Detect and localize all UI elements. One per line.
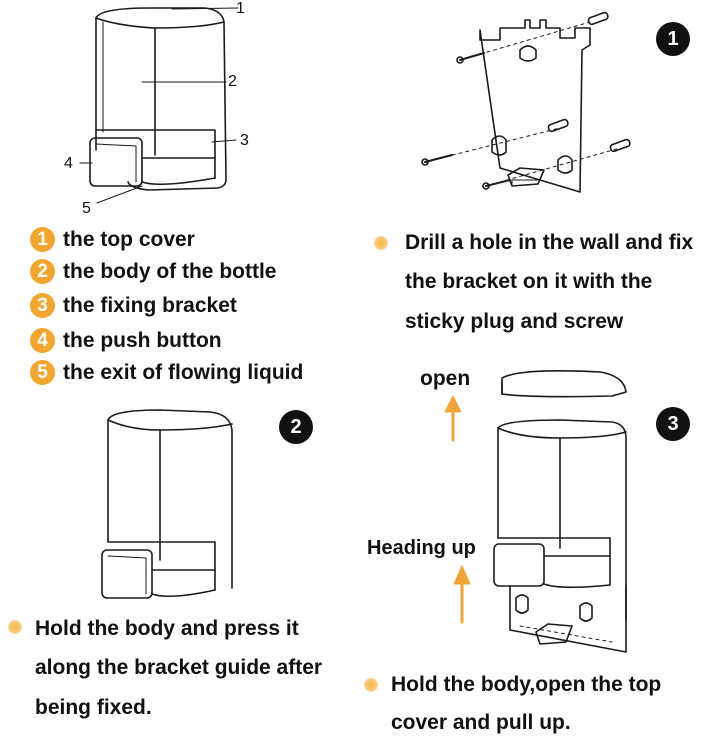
callout-3: 3 [240,132,249,149]
bullet-icon [8,620,22,634]
callout-2: 2 [228,73,237,90]
step-badge-2: 2 [279,410,313,444]
legend-item-push-button: 4 the push button [30,328,222,353]
legend-item-top-cover: 1 the top cover [30,227,195,252]
dispenser-on-bracket-drawing [101,409,233,599]
legend-item-exit: 5 the exit of flowing liquid [30,360,303,385]
open-label: open [420,367,471,390]
bullet-icon [374,236,388,250]
number-badge-2: 2 [30,259,55,284]
step-3-line-2: cover and pull up. [391,711,571,734]
step-1-line-1: Drill a hole in the wall and fix [405,231,694,254]
number-badge-4: 4 [30,328,55,353]
heading-up-label: Heading up [367,537,476,559]
bracket-drawing [421,11,631,193]
step-1-line-2: the bracket on it with the [405,270,653,293]
step-2-line-3: being fixed. [35,696,152,719]
legend-label: the fixing bracket [63,293,237,317]
callout-4: 4 [64,155,73,172]
step-2-line-1: Hold the body and press it [35,617,299,640]
callout-1: 1 [236,0,245,17]
callout-5: 5 [82,200,91,217]
legend-label: the exit of flowing liquid [63,360,304,384]
step-badge-1: 1 [656,22,690,56]
legend-label: the top cover [63,227,195,251]
open-arrow [444,395,462,442]
heading-up-arrow [453,565,471,624]
step-3-line-1: Hold the body,open the top [391,673,662,696]
legend-item-fixing-bracket: 3 the fixing bracket [30,293,237,318]
dispenser-open-drawing [493,370,627,653]
step-badge-3: 3 [656,407,690,441]
legend-label: the push button [63,328,222,352]
number-badge-5: 5 [30,360,55,385]
legend-item-body: 2 the body of the bottle [30,259,276,284]
step-2-line-2: along the bracket guide after [35,656,323,679]
number-badge-1: 1 [30,227,55,252]
dispenser-parts-drawing [79,7,239,204]
legend-label: the body of the bottle [63,259,277,283]
step-1-line-3: sticky plug and screw [405,310,624,333]
number-badge-3: 3 [30,293,55,318]
bullet-icon [364,678,378,692]
